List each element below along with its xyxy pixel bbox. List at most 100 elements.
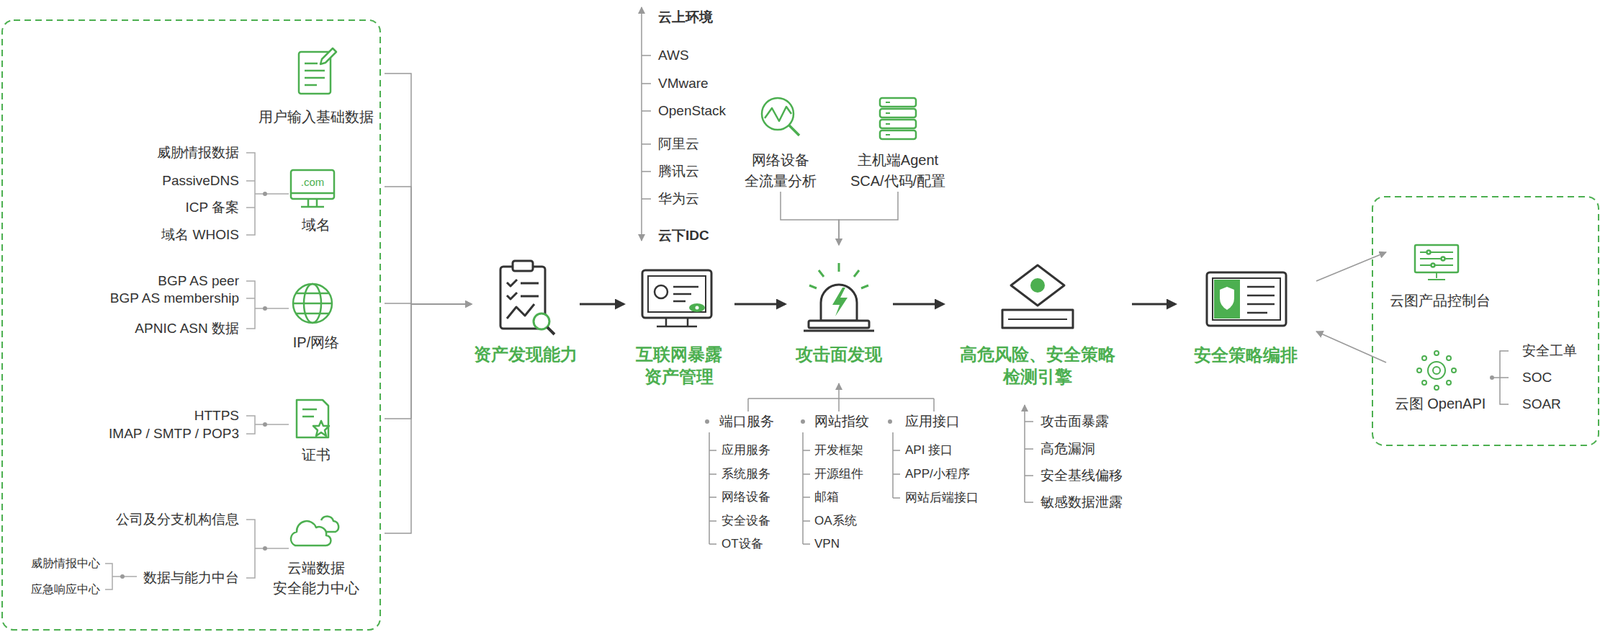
bracket [246, 519, 289, 578]
flow-arrow [734, 303, 785, 306]
flow-arrow [384, 73, 472, 304]
api-icon [1432, 366, 1441, 374]
annotation-label: 云下IDC [658, 227, 710, 245]
icon-node: IP/网络 [247, 278, 385, 353]
node-label: 网络设备 全流量分析 [737, 149, 824, 192]
api-icon [1422, 355, 1427, 361]
api-icon [1446, 355, 1451, 361]
api-icon [1417, 367, 1422, 373]
policy-window-icon [1206, 272, 1287, 326]
monitor-icon [642, 270, 712, 327]
annotation-label: HTTPS [194, 407, 240, 425]
globe-icon [293, 293, 332, 314]
bracket-dot [262, 545, 268, 551]
document-icon [298, 48, 337, 94]
leader-line [802, 432, 811, 544]
document-icon [320, 48, 337, 65]
process-stage: 互联网暴露 资产管理 [623, 262, 735, 388]
api-icon [1434, 385, 1439, 390]
flow-arrow [892, 303, 944, 306]
node-label: 域名 [301, 214, 331, 235]
engine-icon [1010, 264, 1065, 306]
environment-axis [641, 7, 651, 241]
policy-window-icon [1212, 277, 1281, 320]
node-label: 云图 OpenAPI [1394, 393, 1487, 415]
icon-node: 网络设备 全流量分析 [737, 93, 824, 192]
annotation-label: 安全工单 [1522, 342, 1577, 360]
group-frame [1372, 196, 1599, 446]
siren-icon [803, 329, 875, 332]
flow-arrow [384, 186, 472, 304]
monitor-icon [689, 303, 705, 312]
annotation-label: 应用服务 [721, 442, 771, 458]
icon-node: 云图 OpenAPI [1386, 345, 1495, 415]
server-icon [879, 97, 916, 139]
clipboard-icon [533, 313, 550, 330]
server-icon [879, 108, 916, 118]
leader-line [709, 432, 717, 544]
bracket-dot [262, 191, 268, 196]
annotation-label: 数据与能力中台 [143, 569, 240, 587]
server-icon [879, 97, 916, 107]
api-icon [1446, 380, 1451, 385]
api-icon [1427, 361, 1446, 379]
icon-node: 用户输入基础数据 [247, 48, 385, 127]
leader-line [1023, 404, 1026, 502]
document-icon [304, 63, 325, 85]
annotation-label: API 接口 [905, 442, 953, 458]
flow-arrow [384, 303, 472, 304]
monitor-icon [290, 169, 335, 207]
flow-arrow [384, 303, 472, 419]
bracket-dot [262, 306, 268, 311]
api-icon [1434, 350, 1439, 355]
leader-line [709, 350, 1509, 544]
annotation-label: 开发框架 [814, 442, 864, 458]
engine-icon [1030, 277, 1045, 293]
annotation-label: SOC [1522, 369, 1552, 386]
annotation-label: ICP 备案 [185, 199, 240, 217]
environment-axis [640, 7, 643, 241]
group-frame [2, 20, 381, 630]
globe-icon [293, 283, 332, 323]
bracket-dot [1489, 375, 1495, 380]
bracket-dot [887, 419, 893, 424]
annotation-label: 网站指纹 [814, 413, 870, 430]
monitor-icon [290, 169, 335, 199]
bracket [246, 280, 289, 329]
node-label: 互联网暴露 资产管理 [623, 342, 735, 388]
process-stage: 安全策略编排 [1175, 259, 1317, 366]
api-icon [1417, 350, 1456, 390]
annotation-label: SOAR [1522, 396, 1562, 413]
console-icon [1414, 244, 1459, 280]
annotation-label: 端口服务 [719, 413, 775, 430]
bracket [105, 152, 289, 590]
api-icon [1451, 367, 1456, 373]
bracket [246, 415, 289, 434]
annotation-label: 阿里云 [658, 136, 700, 153]
node-label: 安全策略编排 [1193, 343, 1298, 366]
certificate-icon [302, 409, 317, 417]
clipboard-icon [547, 326, 555, 335]
cloud-icon [290, 520, 332, 546]
annotation-label: BGP AS peer [157, 272, 240, 290]
flow-arrow [1316, 252, 1387, 281]
annotation-label: APNIC ASN 数据 [134, 320, 240, 337]
leader-line [892, 432, 901, 498]
annotation-label: 攻击面暴露 [1040, 413, 1109, 430]
process-stage: 高危风险、安全策略 检测引擎 [943, 259, 1132, 388]
annotation-label: 系统服务 [721, 466, 771, 482]
leader-line [1491, 350, 1509, 404]
console-icon [1431, 263, 1436, 268]
annotation-label: 邮箱 [814, 489, 839, 505]
annotation-label: APP/小程序 [905, 466, 970, 482]
annotation-label: OA系统 [814, 513, 857, 528]
certificate-icon [296, 399, 330, 438]
annotation-label: .com [300, 175, 325, 189]
annotation-label: 威胁情报数据 [156, 144, 240, 162]
annotation-label: 应用接口 [905, 413, 960, 430]
flow-arrow [579, 303, 624, 306]
annotation-label: BGP AS membership [110, 290, 240, 307]
annotation-label: OT设备 [721, 536, 764, 551]
node-label: 主机端Agent SCA/代码/配置 [843, 149, 952, 192]
annotation-label: 腾讯云 [658, 163, 700, 181]
